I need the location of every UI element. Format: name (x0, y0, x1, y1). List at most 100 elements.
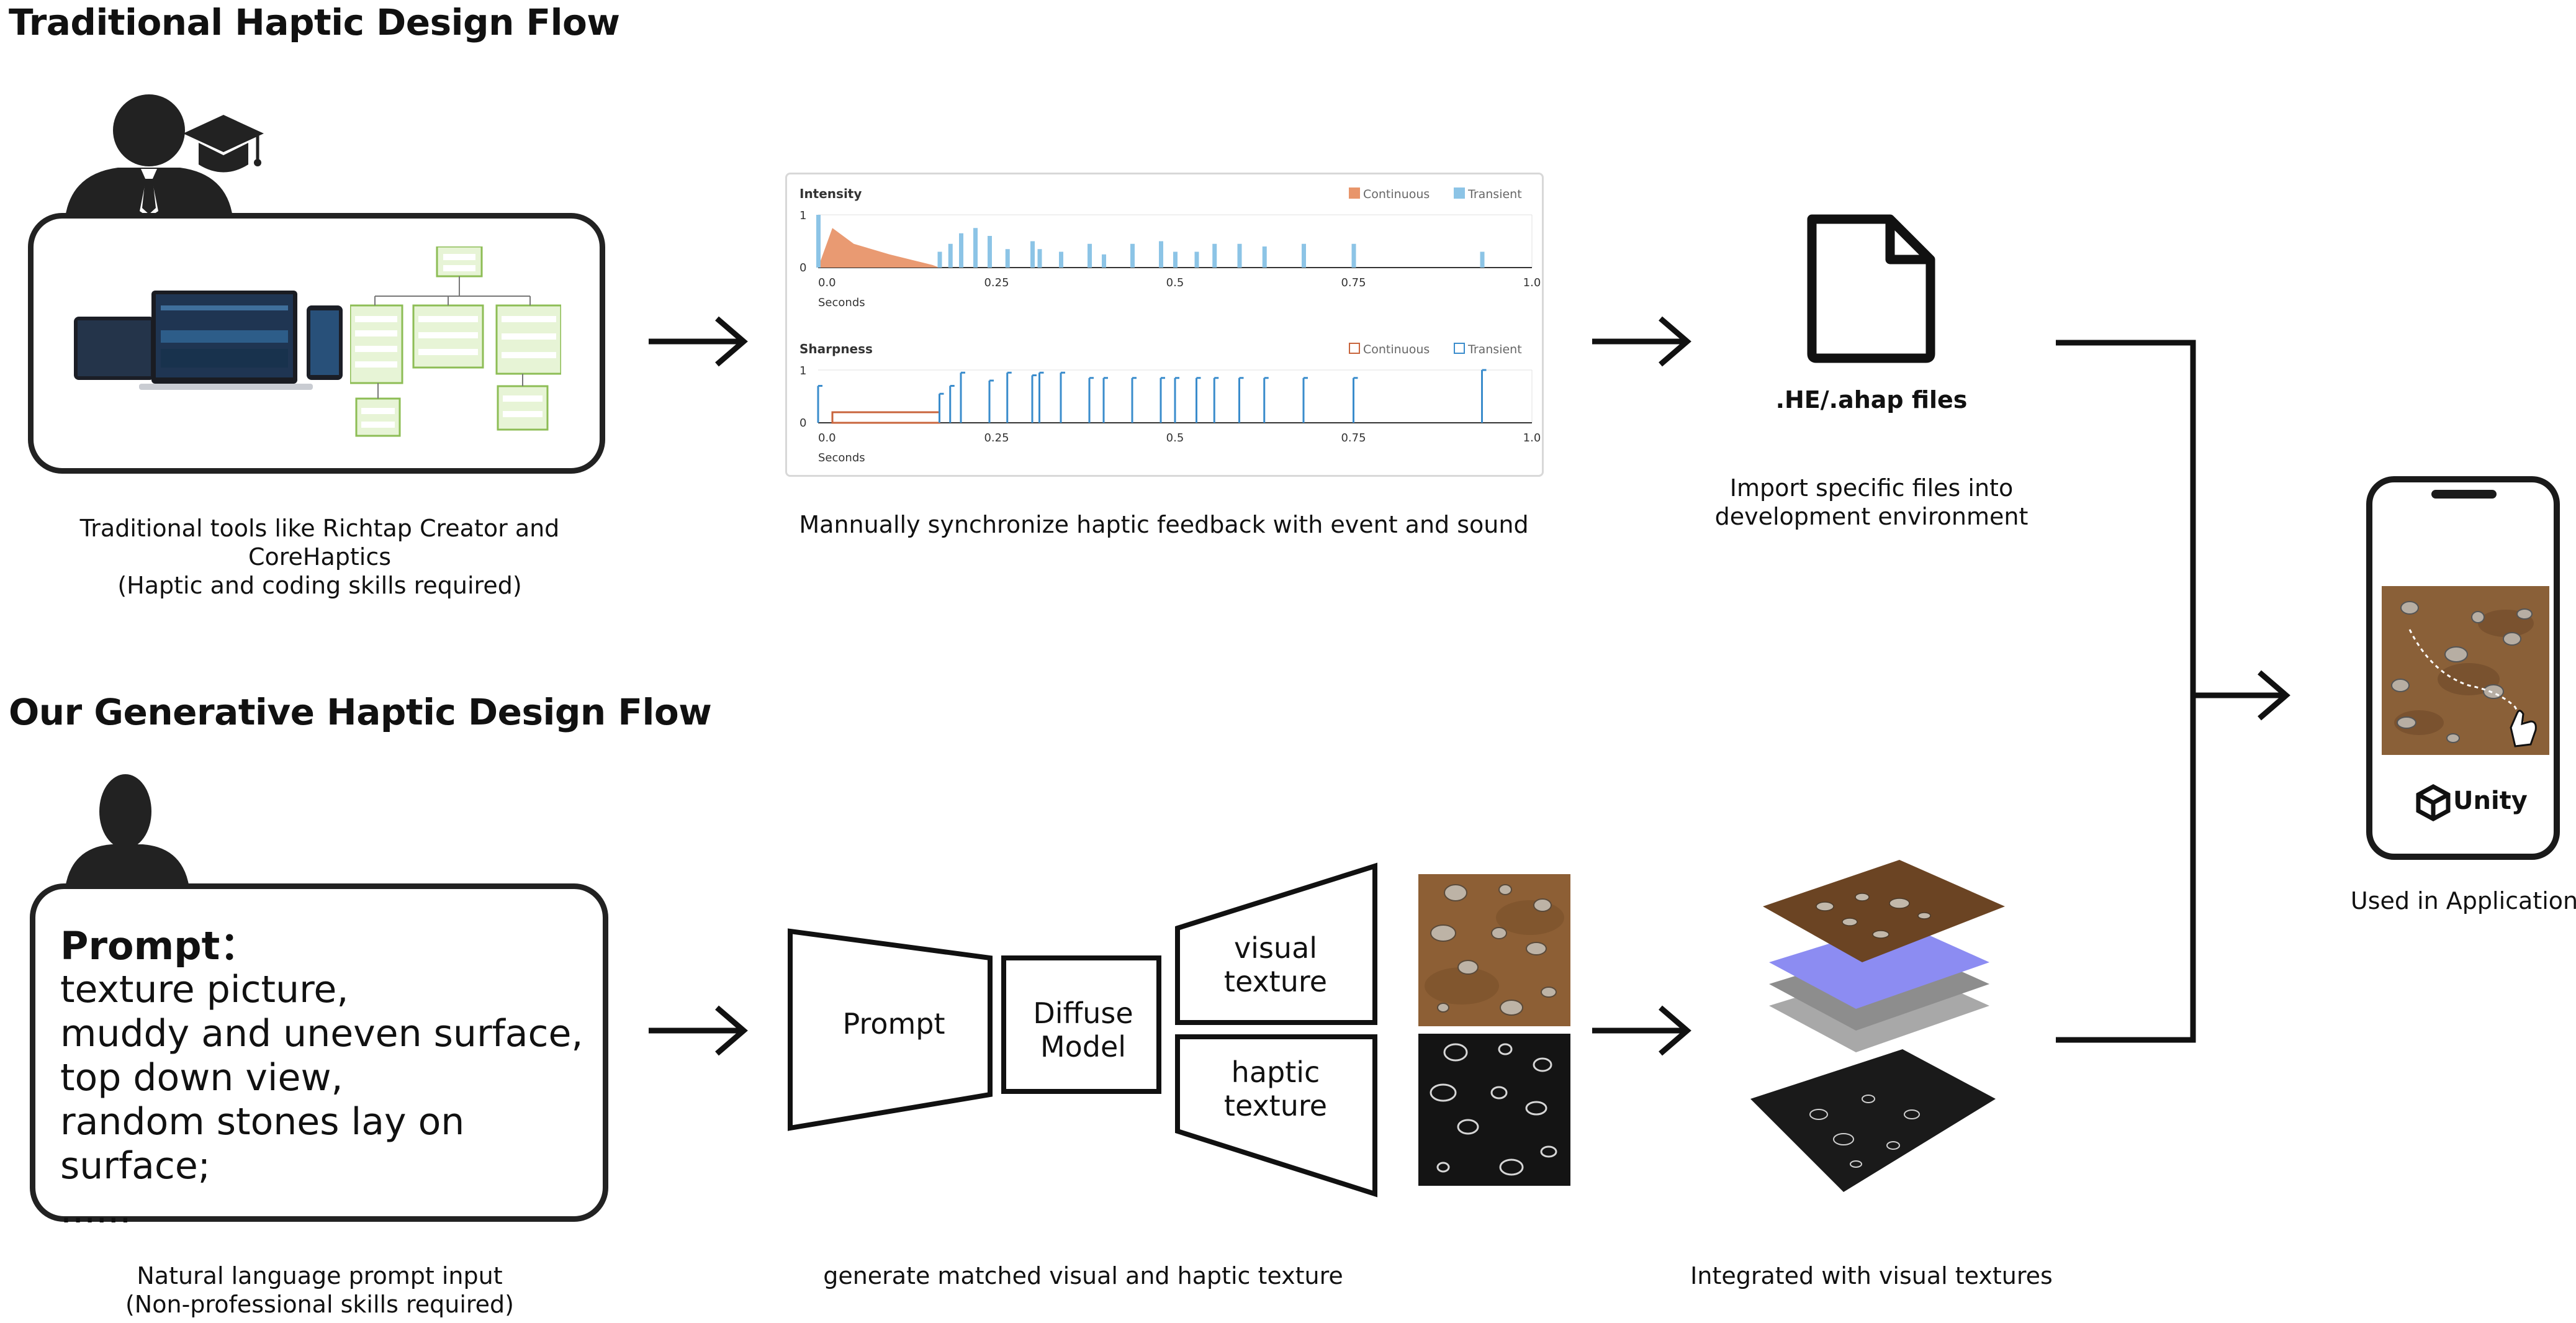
haptic-decoder-shape (1175, 1034, 1377, 1198)
transient-bar (1037, 249, 1042, 268)
x-tick-label: 1.0 (1523, 276, 1541, 289)
chart-title: Intensity (799, 186, 862, 201)
file-caption-line1: Import specific files into (1729, 474, 2014, 502)
traditional-flow-heading: Traditional Haptic Design Flow (9, 1, 620, 43)
visual-decoder-shape (1175, 862, 1377, 1025)
phone-texture-screen (2382, 586, 2549, 755)
visual-texture-layer (1763, 860, 2005, 962)
prompt-line: random stones lay on surface; (60, 1100, 465, 1188)
traditional-tools-caption: Traditional tools like Richtap Creator a… (12, 514, 627, 600)
phone-mockup: Unity (2366, 476, 2560, 860)
haptic-label-line1: haptic (1231, 1055, 1320, 1089)
x-tick-label: 0.5 (1166, 276, 1184, 289)
model-label-line2: Model (1040, 1030, 1127, 1063)
prompt-caption-line1: Natural language prompt input (137, 1262, 503, 1289)
transient-bar (1102, 254, 1106, 268)
application-caption: Used in Application (2350, 887, 2576, 914)
integrated-caption: Integrated with visual textures (1690, 1262, 2053, 1289)
x-tick-label: 0.5 (1166, 431, 1184, 445)
prompt-encoder-label: Prompt (842, 1007, 945, 1041)
visual-label-line1: visual (1233, 931, 1318, 965)
legend-transient-label: Transient (1467, 343, 1522, 356)
transient-bar (1480, 251, 1485, 268)
transient-bar (816, 215, 821, 268)
normal-map-layer (1769, 922, 1989, 1009)
continuous-block (831, 411, 940, 424)
unity-logo-icon (2416, 784, 2451, 821)
legend-transient-label: Transient (1467, 187, 1522, 201)
tools-caption-line2: (Haptic and coding skills required) (117, 572, 522, 599)
legend-continuous-swatch (1349, 187, 1360, 199)
visual-label-line2: texture (1223, 965, 1328, 998)
device-mockups-image (74, 291, 343, 390)
unity-label: Unity (2453, 787, 2528, 815)
graduation-cap-icon (183, 115, 264, 173)
prompt-line: ...... (60, 1188, 132, 1232)
file-caption-line2: development environment (1714, 503, 2029, 530)
x-tick-label: 0.75 (1341, 276, 1366, 289)
transient-bar (937, 251, 942, 268)
arrow-prompt-to-model (649, 1005, 748, 1056)
prompt-line: top down view, (60, 1056, 343, 1099)
transient-bar (1159, 241, 1163, 268)
transient-bar (1005, 249, 1010, 268)
prompt-caption: Natural language prompt input (Non-profe… (12, 1262, 627, 1319)
y-tick-label: 0 (799, 417, 806, 430)
y-tick-label: 0 (799, 261, 806, 274)
diffuse-model-label: Diffuse Model (1006, 996, 1161, 1063)
transient-bar (1030, 241, 1035, 268)
y-tick-label: 1 (799, 209, 806, 222)
x-axis-label: Seconds (818, 451, 865, 464)
x-tick-label: 0.0 (818, 276, 836, 289)
designer-person-icon (65, 94, 233, 217)
visual-texture-label: visual texture (1179, 931, 1372, 998)
y-tick-label: 1 (799, 364, 806, 377)
novice-person-icon (65, 774, 189, 888)
file-icon (1807, 214, 1935, 363)
x-axis-label: Seconds (818, 296, 865, 309)
model-label-line1: Diffuse (1033, 996, 1133, 1030)
chart-title: Sharpness (799, 341, 873, 356)
prompt-encoder-shape (788, 928, 993, 1131)
stacked-texture-layers (1750, 860, 2005, 1192)
x-tick-label: 1.0 (1523, 431, 1541, 445)
tools-caption-line1: Traditional tools like Richtap Creator a… (79, 515, 560, 571)
transient-bar (1212, 243, 1217, 268)
file-caption: Import specific files into development e… (1688, 474, 2055, 531)
arrow-textures-to-layers (1592, 1005, 1691, 1056)
legend-transient-swatch (1454, 343, 1465, 354)
generative-flow-heading: Our Generative Haptic Design Flow (9, 691, 712, 733)
haptic-texture-label: haptic texture (1179, 1055, 1372, 1122)
x-tick-label: 0.75 (1341, 431, 1366, 445)
transient-bar (988, 236, 992, 268)
transient-bar (1130, 243, 1135, 268)
x-tick-label: 0.25 (984, 276, 1009, 289)
transient-bar (959, 233, 963, 268)
transient-bar (1088, 243, 1092, 268)
legend-transient-swatch (1454, 187, 1465, 199)
chart-caption: Mannually synchronize haptic feedback wi… (799, 511, 1529, 538)
legend-continuous-label: Continuous (1363, 187, 1430, 201)
legend-continuous-swatch (1349, 343, 1360, 354)
flowchart-mockup-image (350, 246, 561, 437)
transient-bar (1351, 243, 1356, 268)
transient-bar (1194, 251, 1199, 268)
transient-bar (1237, 243, 1242, 268)
generated-visual-texture-image (1418, 874, 1570, 1026)
prompt-caption-line2: (Non-professional skills required) (125, 1291, 515, 1318)
continuous-area (818, 228, 940, 268)
generate-caption: generate matched visual and haptic textu… (823, 1262, 1343, 1289)
arrow-tools-to-chart (649, 316, 748, 367)
haptic-label-line2: texture (1223, 1089, 1328, 1122)
x-tick-label: 0.0 (818, 431, 836, 445)
transient-bar (1302, 243, 1306, 268)
diffuse-model-shape (1001, 955, 1161, 1094)
generated-haptic-texture-image (1418, 1034, 1570, 1186)
transient-bar (1262, 246, 1267, 268)
arrow-chart-to-file (1592, 316, 1691, 367)
transient-bar (973, 228, 978, 268)
prompt-input-box: Prompt： texture picture, muddy and uneve… (30, 883, 608, 1232)
transient-bar (1059, 251, 1063, 268)
diffusion-model-diagram (788, 862, 1377, 1198)
